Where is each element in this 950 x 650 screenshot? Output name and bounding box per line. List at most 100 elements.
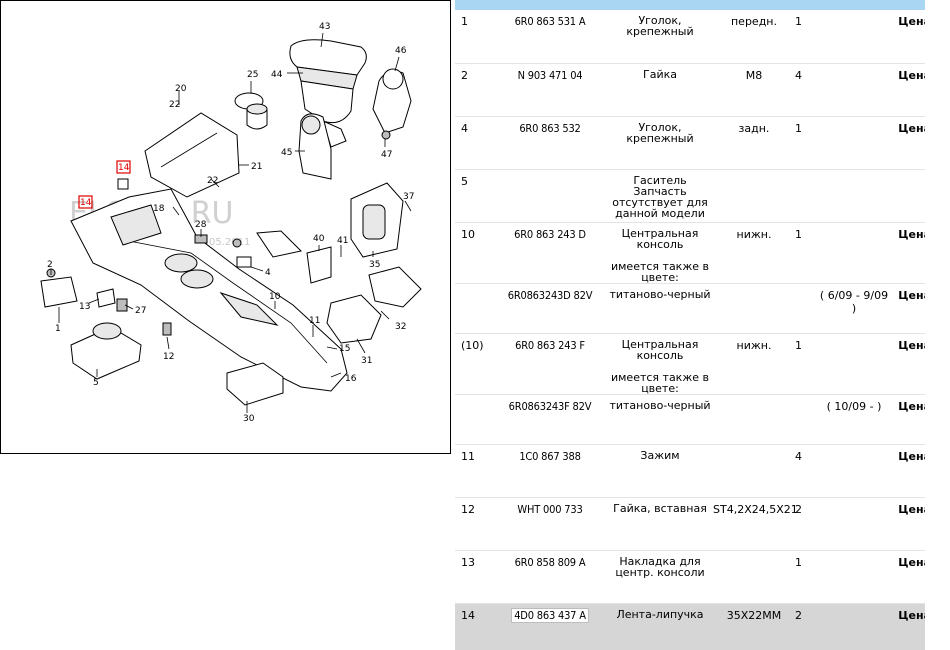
small-brackets[interactable] (40, 230, 303, 336)
part-number-cell-text[interactable]: 4D0 863 437 A (511, 607, 589, 623)
part-name-cell: Гаситель Запчасть отсутствует для данной… (607, 169, 713, 223)
tray-part[interactable] (226, 362, 284, 406)
cup-holder-part[interactable] (234, 92, 268, 130)
part-number-cell[interactable]: 6R0 863 532 (493, 116, 607, 170)
price-link-text[interactable]: Цена (898, 502, 925, 516)
price-link[interactable]: Цена (891, 10, 925, 64)
part-number-cell[interactable]: 6R0 858 809 A (493, 550, 607, 604)
price-link[interactable] (891, 169, 925, 223)
part-name-cell-text: Центральная консоль имеется также в цвет… (610, 226, 709, 284)
price-link-text[interactable]: Цена (898, 121, 925, 135)
svg-text:10: 10 (269, 292, 281, 302)
part-number-cell-text[interactable]: 6R0 863 243 D (514, 227, 586, 241)
quantity-cell: 1 (795, 10, 817, 64)
price-link[interactable]: Цена (891, 283, 925, 334)
bracket-part[interactable] (350, 182, 404, 258)
part-number-cell[interactable]: 6R0 863 531 A (493, 10, 607, 64)
trim-panel-part[interactable] (144, 112, 240, 198)
part-number-cell[interactable]: 1C0 867 388 (493, 444, 607, 498)
part-info-cell: передн. (713, 10, 795, 64)
price-link-text[interactable]: Цена (898, 399, 925, 413)
part-number-cell[interactable]: 6R0 863 243 D (493, 222, 607, 284)
date-range-cell-text: ( 10/09 - ) (826, 399, 882, 413)
part-number-cell[interactable]: 4D0 863 437 A (493, 603, 607, 650)
position-cell: 11 (455, 444, 493, 498)
part-number-cell-text[interactable]: 6R0863243D 82V (507, 288, 593, 302)
price-link-text[interactable]: Цена (898, 555, 925, 569)
price-link-text[interactable]: Цена (898, 227, 925, 241)
part-number-cell-text[interactable]: 6R0863243F 82V (508, 399, 592, 413)
quantity-cell-text: 1 (795, 15, 802, 28)
part-number-cell-text[interactable]: WHT 000 733 (517, 502, 583, 516)
price-link[interactable]: Цена (891, 63, 925, 117)
part-number-cell-text[interactable]: 1C0 867 388 (519, 449, 581, 463)
price-link[interactable]: Цена (891, 116, 925, 170)
part-number-cell[interactable]: 6R0863243D 82V (493, 283, 607, 334)
table-row[interactable]: 2N 903 471 04ГайкаM84Цена (455, 63, 925, 117)
page-scrollbar[interactable] (925, 0, 950, 650)
part-number-cell[interactable]: WHT 000 733 (493, 497, 607, 551)
list-header-strip (455, 0, 925, 10)
armrest-bracket-part[interactable] (298, 113, 332, 180)
part-number-cell-text[interactable]: 6R0 863 243 F (515, 338, 585, 352)
switch-bracket-part[interactable] (306, 246, 332, 284)
price-link-text[interactable]: Цена (898, 68, 925, 82)
part-number-cell[interactable]: N 903 471 04 (493, 63, 607, 117)
price-link[interactable]: Цена (891, 444, 925, 498)
price-link[interactable]: Цена (891, 394, 925, 445)
highlight-pos-14[interactable]: 14 14 (78, 160, 131, 209)
armrest-part[interactable] (289, 39, 367, 148)
quantity-cell: 1 (795, 550, 817, 604)
part-info-cell: задн. (713, 116, 795, 170)
part-name-cell-text: Лента-липучка (616, 607, 704, 621)
price-link-text[interactable]: Цена (898, 288, 925, 302)
table-row[interactable]: 10 6R0 863 243 D Центральная консоль имеет… (455, 222, 925, 284)
part-name-cell-text: Уголок, крепежный (626, 120, 694, 145)
price-link-text[interactable]: Цена (898, 15, 925, 28)
svg-text:1: 1 (55, 324, 61, 334)
price-link-text[interactable]: Цена (898, 449, 925, 463)
part-number-cell-text[interactable]: 6R0 863 532 (519, 121, 581, 135)
parts-diagram[interactable]: ELCATS.RU 05.2011 (0, 0, 451, 454)
price-link[interactable]: Цена (891, 550, 925, 604)
side-cover-part[interactable] (372, 68, 412, 140)
part-info-cell (713, 550, 795, 604)
part-number-cell[interactable]: 6R0 863 243 F (493, 333, 607, 395)
position-cell: 2 (455, 63, 493, 117)
price-link-text[interactable]: Цена (898, 608, 925, 622)
part-number-cell-text[interactable]: 6R0 863 531 A (514, 15, 586, 28)
price-link[interactable]: Цена (891, 603, 925, 650)
central-console-part[interactable] (70, 188, 348, 392)
price-link-text[interactable]: Цена (898, 338, 925, 352)
price-link[interactable]: Цена (891, 222, 925, 284)
part-number-cell[interactable] (493, 169, 607, 223)
part-number-cell[interactable]: 6R0863243F 82V (493, 394, 607, 445)
part-info-cell (713, 169, 795, 223)
part-number-cell-text[interactable]: N 903 471 04 (517, 68, 583, 82)
part-name-cell: Гайка (607, 63, 713, 117)
svg-text:12: 12 (163, 352, 174, 362)
position-cell: 10 (455, 222, 493, 284)
position-cell-text: 2 (461, 68, 468, 82)
quantity-cell-text: 2 (795, 608, 802, 622)
part-info-cell-text: ST4,2X24,5X21 (713, 502, 798, 516)
svg-text:14: 14 (80, 198, 92, 208)
price-link[interactable]: Цена (891, 497, 925, 551)
date-range-cell (817, 116, 891, 170)
gear-boot-part[interactable] (70, 322, 142, 380)
part-number-cell-text[interactable]: 6R0 858 809 A (514, 555, 586, 569)
price-link[interactable]: Цена (891, 333, 925, 395)
shift-surround-part[interactable] (326, 266, 422, 344)
date-range-cell (817, 550, 891, 604)
